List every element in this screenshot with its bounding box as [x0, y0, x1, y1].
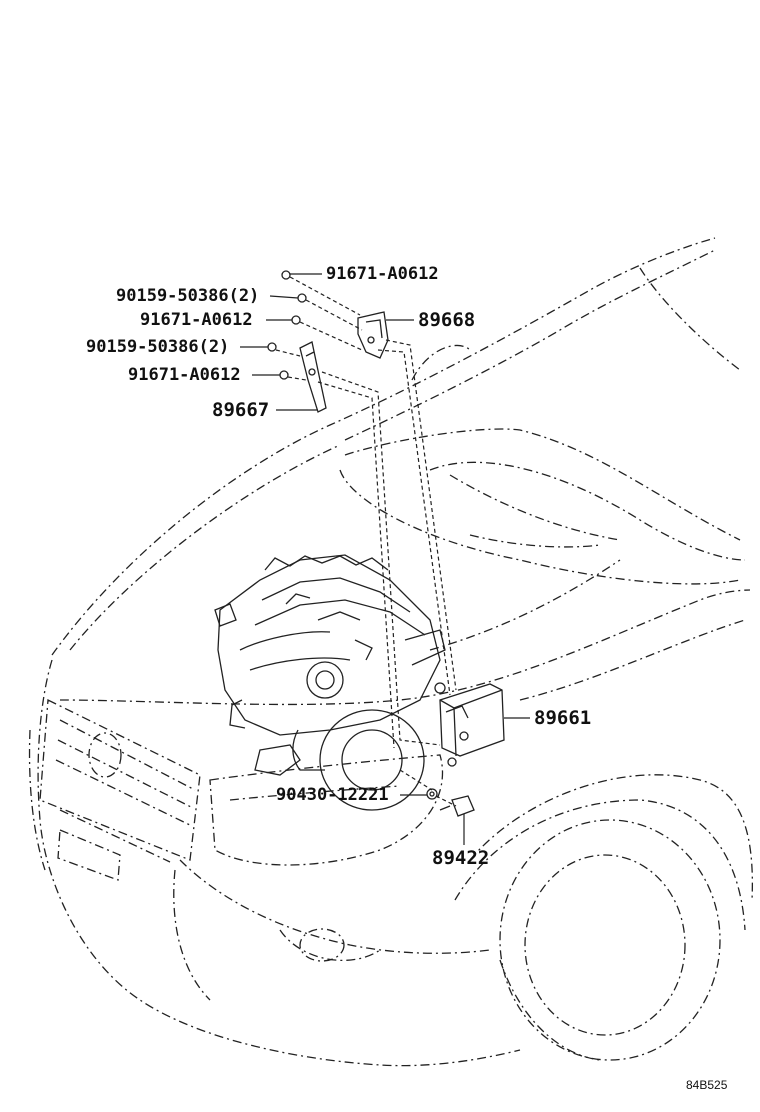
bracket-89668 [357, 311, 389, 359]
nut-icon [291, 315, 301, 325]
part-label-bracket-lower: 89667 [212, 399, 270, 421]
part-label-sensor: 89422 [432, 847, 490, 869]
figure-code: 84B525 [686, 1078, 728, 1092]
part-label-gasket: 90430-12221 [276, 785, 389, 805]
part-label-nut-low: 91671-A0612 [128, 365, 241, 385]
assembly-lines [275, 276, 457, 807]
part-label-bolt-lower: 90159-50386(2) [86, 337, 230, 357]
part-label-bolt-upper: 90159-50386(2) [116, 286, 260, 306]
sensor-89422 [439, 795, 475, 817]
ecu-89661 [434, 682, 505, 767]
part-label-nut-mid: 91671-A0612 [140, 310, 253, 330]
car-body-outline [28, 237, 754, 1067]
part-label-nut-top: 91671-A0612 [326, 264, 439, 284]
part-label-ecu: 89661 [534, 707, 592, 729]
bolt-icon [297, 293, 307, 303]
nut-icon [279, 370, 289, 380]
fasteners [267, 270, 438, 800]
bracket-89667 [299, 341, 327, 413]
leader-lines [240, 273, 530, 845]
nut-icon [281, 270, 291, 280]
bolt-icon [267, 342, 277, 352]
engine-assembly [214, 554, 446, 811]
gasket-icon [426, 788, 438, 800]
part-label-bracket-upper: 89668 [418, 309, 476, 331]
